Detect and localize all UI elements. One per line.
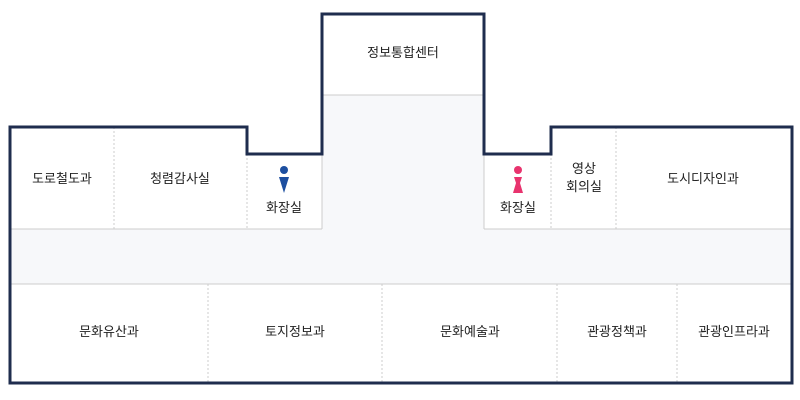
corridor-main xyxy=(10,229,792,284)
room-video-conference-line2: 회의실 xyxy=(566,180,602,195)
restroom-woman-icon xyxy=(513,166,523,193)
room-restroom-men: 화장실 xyxy=(266,201,302,216)
building-outline xyxy=(8,12,794,385)
room-info-center: 정보통합센터 xyxy=(367,46,439,61)
room-land-info: 토지정보과 xyxy=(265,325,325,340)
room-video-conference-line1: 영상 xyxy=(572,162,596,177)
room-audit: 청렴감사실 xyxy=(150,172,210,187)
room-restroom-women: 화장실 xyxy=(500,201,536,216)
room-tourism-policy: 관광정책과 xyxy=(587,325,647,340)
room-tourism-infra: 관광인프라과 xyxy=(698,325,770,340)
room-cultural-heritage: 문화유산과 xyxy=(79,325,139,340)
room-video-conference: 영상 회의실 xyxy=(554,161,614,197)
restroom-man-icon xyxy=(279,166,289,193)
room-culture-arts: 문화예술과 xyxy=(440,325,500,340)
room-urban-design: 도시디자인과 xyxy=(667,172,739,187)
corridor-center xyxy=(322,95,484,230)
room-dividers xyxy=(113,127,678,383)
room-road-rail: 도로철도과 xyxy=(32,172,92,187)
